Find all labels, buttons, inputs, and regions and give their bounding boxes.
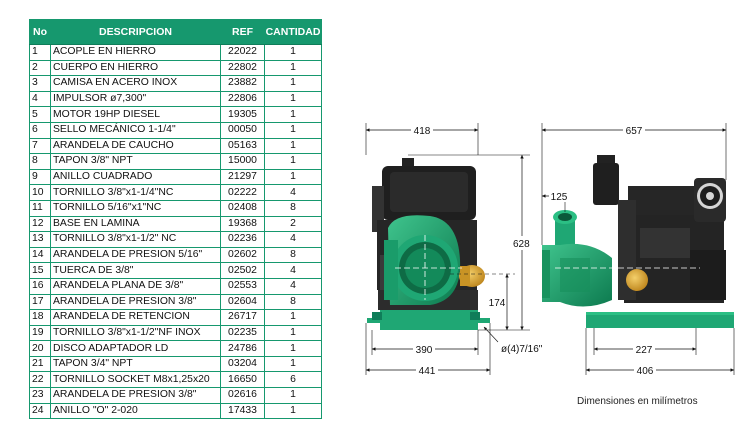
side-view-drawing: 657 125 227 406 bbox=[541, 123, 735, 377]
dimensions-caption: Dimensiones en milímetros bbox=[577, 396, 698, 407]
table-header-row: No DESCRIPCION REF CANTIDAD bbox=[29, 19, 322, 45]
row-cantidad: 1 bbox=[264, 402, 322, 420]
pump-side bbox=[542, 210, 612, 307]
dim-side-base-inner: 227 bbox=[636, 345, 653, 356]
dim-front-axis-height: 174 bbox=[489, 298, 506, 309]
dim-front-base-inner: 390 bbox=[416, 345, 433, 356]
dim-front-height: 628 bbox=[513, 239, 530, 250]
dim-front-hole: ø(4)7/16" bbox=[501, 344, 543, 355]
header-cantidad: CANTIDAD bbox=[264, 19, 322, 45]
base-side bbox=[586, 312, 734, 328]
dim-side-length-top: 657 bbox=[626, 126, 643, 137]
header-descripcion: DESCRIPCION bbox=[50, 19, 221, 45]
dim-side-base-outer: 406 bbox=[637, 366, 654, 377]
brass-plug-side bbox=[626, 269, 648, 291]
header-ref: REF bbox=[220, 19, 265, 45]
row-ref: 17433 bbox=[220, 402, 265, 420]
dim-front-base-outer: 441 bbox=[419, 366, 436, 377]
fan-housing bbox=[694, 178, 726, 222]
header-no: No bbox=[29, 19, 51, 45]
dim-front-width-top: 418 bbox=[414, 126, 431, 137]
row-cantidad: 1 bbox=[264, 44, 322, 61]
dim-side-inlet-offset: 125 bbox=[551, 192, 568, 203]
pump-volute-front bbox=[384, 215, 461, 305]
engine-side bbox=[618, 186, 726, 303]
front-view-drawing: 418 628 174 390 441 ø(4)7/16" bbox=[365, 123, 543, 377]
base-front bbox=[367, 310, 490, 330]
